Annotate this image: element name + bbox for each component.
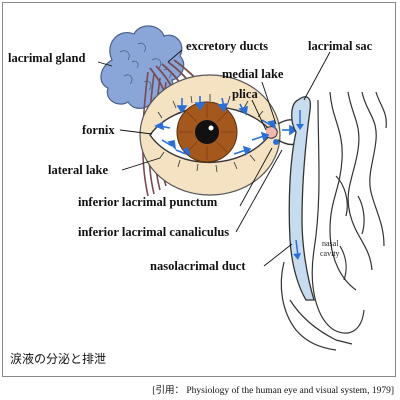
citation: [引用： Physiology of the human eye and vis… bbox=[152, 386, 394, 396]
figure-caption: 涙液の分泌と排泄 bbox=[10, 352, 107, 366]
tear-flow-arrows bbox=[154, 96, 298, 156]
label-lacrimal-gland: lacrimal gland bbox=[8, 51, 85, 65]
leader-lines bbox=[97, 49, 331, 267]
label-excretory-ducts: excretory ducts bbox=[186, 39, 268, 53]
pupil bbox=[195, 120, 219, 144]
label-lateral-lake: lateral lake bbox=[48, 163, 109, 177]
label-inferior-lacrimal-punctum: inferior lacrimal punctum bbox=[78, 195, 218, 209]
nasal-cavity bbox=[280, 91, 387, 351]
label-lacrimal-sac: lacrimal sac bbox=[308, 39, 373, 53]
label-inferior-lacrimal-canaliculus: inferior lacrimal canaliculus bbox=[78, 225, 229, 239]
label-plica: plica bbox=[232, 87, 258, 101]
lacrimal-drainage-system bbox=[277, 96, 315, 301]
nasal-cavity-label-1: nasal bbox=[322, 239, 339, 248]
label-nasolacrimal-duct: nasolacrimal duct bbox=[150, 259, 246, 273]
figure-frame bbox=[2, 2, 396, 377]
label-fornix: fornix bbox=[82, 123, 115, 137]
eyeball bbox=[139, 74, 281, 196]
nasal-cavity-label-2: cavity bbox=[320, 249, 340, 258]
label-medial-lake: medial lake bbox=[222, 67, 284, 81]
